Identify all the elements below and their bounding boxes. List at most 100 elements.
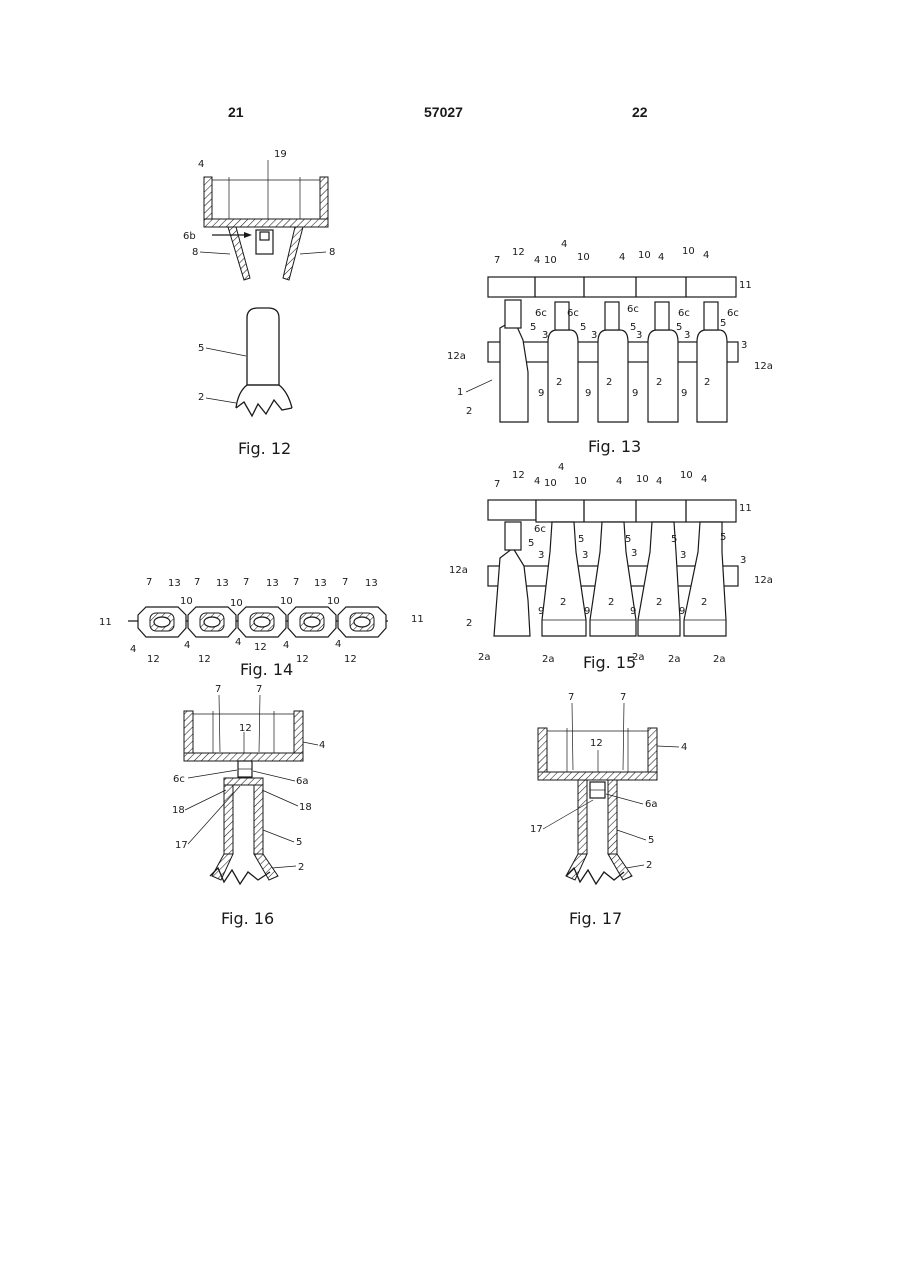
fig15-label-strip: 11 [739,503,752,514]
fig13-label-neck-5: 5 [720,318,726,329]
fig13-label-ampoule-2: 2 [606,377,612,388]
fig16-label-bore: 17 [175,840,188,851]
fig15-label-base-5: 2a [713,654,726,665]
fig13-label-neck-4: 5 [676,322,682,333]
fig13-label-notch-2: 9 [585,388,591,399]
fig13-label-seal-1: 6c [535,308,547,319]
fig15-label-ampoule-2: 2 [608,597,614,608]
fig16-label-body: 2 [298,862,304,873]
fig13-label-cap-2: 4 [561,239,567,250]
fig14-label-insert-1: 12 [147,654,160,665]
fig13-label-web-2: 3 [591,330,597,341]
fig13-label-end-tab-right: 12a [754,361,773,372]
fig16-label-wall-right: 18 [299,802,312,813]
fig14-label-link-2: 10 [230,598,243,609]
fig14-label-cap-4: 4 [283,640,289,651]
fig13-label-link-3: 10 [638,250,651,261]
fig15-label-neck-4: 5 [671,534,677,545]
fig14-label-cap-1: 4 [130,644,136,655]
fig14-label-link-3: 10 [280,596,293,607]
fig13-label-web-4: 3 [684,330,690,341]
fig13-label-seal-5: 6c [727,308,739,319]
fig14-label-link-1: 10 [180,596,193,607]
fig13-label-seal-3: 6c [627,304,639,315]
fig15-label-web-2: 3 [582,550,588,561]
fig15-label-notch-1: 9 [538,606,544,617]
fig15-label-link-2: 10 [574,476,587,487]
fig15-label-link-4: 10 [680,470,693,481]
fig13-label-notch-1: 9 [538,388,544,399]
fig15-label-base-1: 2a [478,652,491,663]
fig13-label-ampoule-1: 2 [556,377,562,388]
fig12-label-membrane: 19 [274,149,287,160]
fig17-label-insert: 12 [590,738,603,749]
fig14-label-lug-2: 7 [194,577,200,588]
fig16-label-insert: 12 [239,723,252,734]
figure-16: 7 7 12 4 6c 6a 18 18 17 5 2 Fig. 16 [172,684,325,928]
fig14-label-link-4: 10 [327,596,340,607]
fig13-label-link-1: 10 [544,255,557,266]
fig15-label-base-4: 2a [668,654,681,665]
fig15-label-cap-1: 4 [534,476,540,487]
fig15-caption: Fig. 15 [583,653,636,672]
fig15-label-seal: 6c [534,524,546,535]
fig16-label-neck: 5 [296,837,302,848]
fig15-label-neck-1: 5 [528,538,534,549]
figure-17: 7 7 12 4 6a 17 5 2 Fig. 17 [530,692,687,928]
fig15-label-base-2: 2a [542,654,555,665]
fig13-label-lug: 7 [494,255,500,266]
fig17-label-bore: 17 [530,824,543,835]
fig13-label-web-3: 3 [636,330,642,341]
fig14-label-lug-5: 7 [342,577,348,588]
fig15-label-notch-4: 9 [679,606,685,617]
fig12-caption: Fig. 12 [238,439,291,458]
fig15-label-link-1: 10 [544,478,557,489]
fig16-label-wall-left: 18 [172,805,185,816]
fig17-label-cap: 4 [681,742,687,753]
fig17-label-lug-right: 7 [620,692,626,703]
figure-14: 11 11 7 7 7 7 7 13 13 13 13 13 10 10 10 … [99,577,424,679]
fig13-label-seal-4: 6c [678,308,690,319]
fig15-label-lug: 7 [494,479,500,490]
fig17-label-body: 2 [646,860,652,871]
fig14-label-window-4: 13 [314,578,327,589]
fig14-label-window-5: 13 [365,578,378,589]
fig14-label-cap-5: 4 [335,639,341,650]
fig13-label-link-2: 10 [577,252,590,263]
fig15-label-cap-4: 4 [656,476,662,487]
fig15-label-neck-3: 5 [625,534,631,545]
fig14-label-lug-1: 7 [146,577,152,588]
figure-15: 2 2 2 2 2 2a 2a 2a 2a 2a 9 9 9 9 3 3 3 3… [449,462,773,672]
fig13-caption: Fig. 13 [588,437,641,456]
fig15-label-end-tab-left: 12a [449,565,468,576]
fig16-label-seal-c: 6c [173,774,185,785]
fig17-caption: Fig. 17 [569,909,622,928]
fig15-label-end-tab-right: 12a [754,575,773,586]
fig15-label-notch-3: 9 [630,606,636,617]
fig13-label-cap-1: 4 [534,255,540,266]
fig16-label-lug-right: 7 [256,684,262,695]
fig15-label-web-5: 3 [740,555,746,566]
fig17-label-lug-left: 7 [568,692,574,703]
fig12-label-neck: 5 [198,343,204,354]
fig14-label-window-2: 13 [216,578,229,589]
fig14-label-insert-4: 12 [296,654,309,665]
fig15-label-cap-2: 4 [558,462,564,473]
fig14-label-insert-5: 12 [344,654,357,665]
fig15-label-web-1: 3 [538,550,544,561]
fig14-label-strip-left: 11 [99,617,112,628]
fig13-label-cap-3: 4 [619,252,625,263]
fig14-label-cap-3: 4 [235,637,241,648]
fig16-label-lug-left: 7 [215,684,221,695]
fig16-caption: Fig. 16 [221,909,274,928]
fig13-label-neck-1: 5 [530,322,536,333]
fig13-label-link-4: 10 [682,246,695,257]
fig13-label-seal-2: 6c [567,308,579,319]
fig15-label-ampoule-1: 2 [560,597,566,608]
fig14-label-insert-3: 12 [254,642,267,653]
fig13-label-ampoule-3: 2 [656,377,662,388]
fig14-label-window-3: 13 [266,578,279,589]
fig13-label-web-5: 3 [741,340,747,351]
fig14-caption: Fig. 14 [240,660,293,679]
